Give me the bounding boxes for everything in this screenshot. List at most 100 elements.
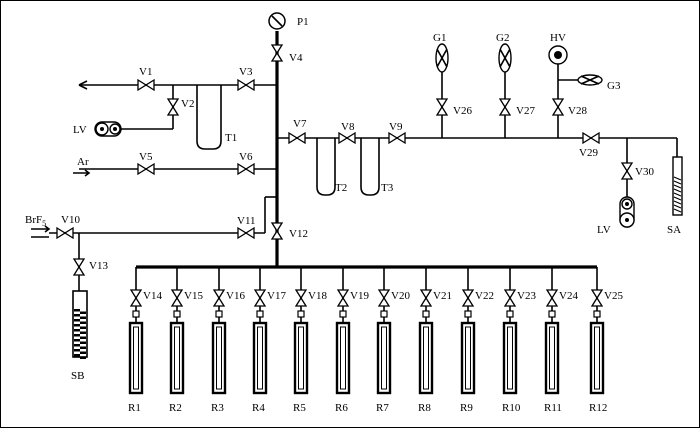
- label-g3: G3: [607, 80, 621, 92]
- label-t1: T1: [225, 132, 237, 144]
- sb-fill-bar: [74, 314, 80, 317]
- reactor-valve-label: V16: [226, 290, 245, 302]
- sb-fill-bar: [80, 341, 86, 344]
- label-sb: SB: [71, 370, 84, 382]
- reactor-label: R10: [502, 402, 521, 414]
- sa-hatch-line: [673, 204, 682, 209]
- reactor-label: R8: [418, 402, 431, 414]
- sb-fill-bar: [80, 336, 86, 339]
- reactor-inner: [594, 326, 600, 390]
- label-lv-left: LV: [73, 124, 87, 136]
- reactor-valve-icon: [503, 289, 517, 307]
- lv-right-wheel-a-hub: [625, 202, 629, 206]
- valve-v2-icon: [166, 98, 180, 116]
- hv-pump-core: [554, 51, 562, 59]
- sb-fill-bar: [74, 334, 80, 337]
- label-v29: V29: [579, 147, 598, 159]
- label-v6: V6: [239, 151, 253, 163]
- reactor-valve-icon: [377, 289, 391, 307]
- sb-fill-bar: [74, 319, 80, 322]
- valve-v28-icon: [551, 98, 565, 116]
- label-p1: P1: [297, 16, 309, 28]
- sa-hatch-line: [673, 200, 682, 205]
- label-brf: BrF5: [25, 214, 46, 228]
- reactor-inner: [298, 326, 304, 390]
- brf5-arrow-icon: [31, 225, 51, 238]
- lv-left-wheel-a-hub: [100, 127, 104, 131]
- reactor-label: R1: [128, 402, 141, 414]
- valve-v13-icon: [72, 258, 86, 276]
- reactor-fitting: [132, 310, 140, 318]
- reactor-row: V14R1V15R2V16R3V17R4V18R5V19R6V20R7V21R8…: [128, 267, 623, 414]
- reactor-fitting: [422, 310, 430, 318]
- label-v10: V10: [61, 214, 80, 226]
- label-v8: V8: [341, 121, 355, 133]
- label-t2: T2: [335, 182, 347, 194]
- reactor-valve-label: V19: [350, 290, 369, 302]
- valve-v3-icon: [237, 78, 255, 92]
- reactor-valve-label: V20: [391, 290, 410, 302]
- pump-hv: HV: [548, 32, 568, 65]
- sb-fill-bar: [80, 321, 86, 324]
- ar-arrow-icon: [73, 169, 91, 177]
- sa-hatch-line: [673, 188, 682, 193]
- sb-fill-bar: [80, 356, 86, 359]
- reactor-valve-label: V23: [517, 290, 536, 302]
- sb-fill-bar: [74, 354, 80, 357]
- sb-fill-bar: [80, 326, 86, 329]
- reactor-label: R4: [252, 402, 265, 414]
- label-hv: HV: [550, 32, 566, 44]
- reactor-fitting: [339, 310, 347, 318]
- valve-v6-icon: [237, 162, 255, 176]
- label-sa: SA: [667, 224, 681, 236]
- reactor-fitting: [380, 310, 388, 318]
- lv-right-wheel-b-hub: [625, 218, 629, 222]
- label-v5: V5: [139, 151, 153, 163]
- valve-v30-icon: [620, 162, 634, 180]
- reactor-valve-icon: [294, 289, 308, 307]
- sb-fill-bar: [74, 339, 80, 342]
- reactor-label: R2: [169, 402, 182, 414]
- g2-filament-icon: [499, 48, 511, 68]
- trap-t1-shape: [196, 85, 222, 150]
- reactor-fitting: [297, 310, 305, 318]
- valve-v4-icon: [270, 44, 284, 62]
- valve-v8-icon: [338, 131, 356, 145]
- label-v13: V13: [89, 260, 108, 272]
- label-lv-right: LV: [597, 224, 611, 236]
- sb-fill-pattern: [74, 309, 86, 359]
- reactor-inner: [133, 326, 139, 390]
- reactor-valve-label: V14: [143, 290, 162, 302]
- reactor-fitting: [506, 310, 514, 318]
- reactor-fitting: [256, 310, 264, 318]
- label-ar: Ar: [77, 156, 89, 168]
- sb-fill-bar: [80, 331, 86, 334]
- valve-v1-icon: [137, 78, 155, 92]
- sb-fill-bar: [74, 329, 80, 332]
- reactor-inner: [465, 326, 471, 390]
- gauge-g1: G1: [433, 32, 449, 73]
- reactor-valve-label: V22: [475, 290, 494, 302]
- reactor-valve-label: V15: [184, 290, 203, 302]
- valve-v11-icon: [237, 226, 255, 240]
- reactor-fitting: [173, 310, 181, 318]
- reactor-valve-label: V24: [559, 290, 578, 302]
- outlet-arrow-icon: [78, 80, 88, 90]
- reactor-valve-label: V18: [308, 290, 327, 302]
- reactor-inner: [381, 326, 387, 390]
- reactor-fitting: [464, 310, 472, 318]
- reactor-label: R11: [544, 402, 562, 414]
- valve-v12-icon: [270, 222, 284, 240]
- sa-hatch-line: [673, 192, 682, 197]
- g3-filament-icon: [580, 75, 600, 85]
